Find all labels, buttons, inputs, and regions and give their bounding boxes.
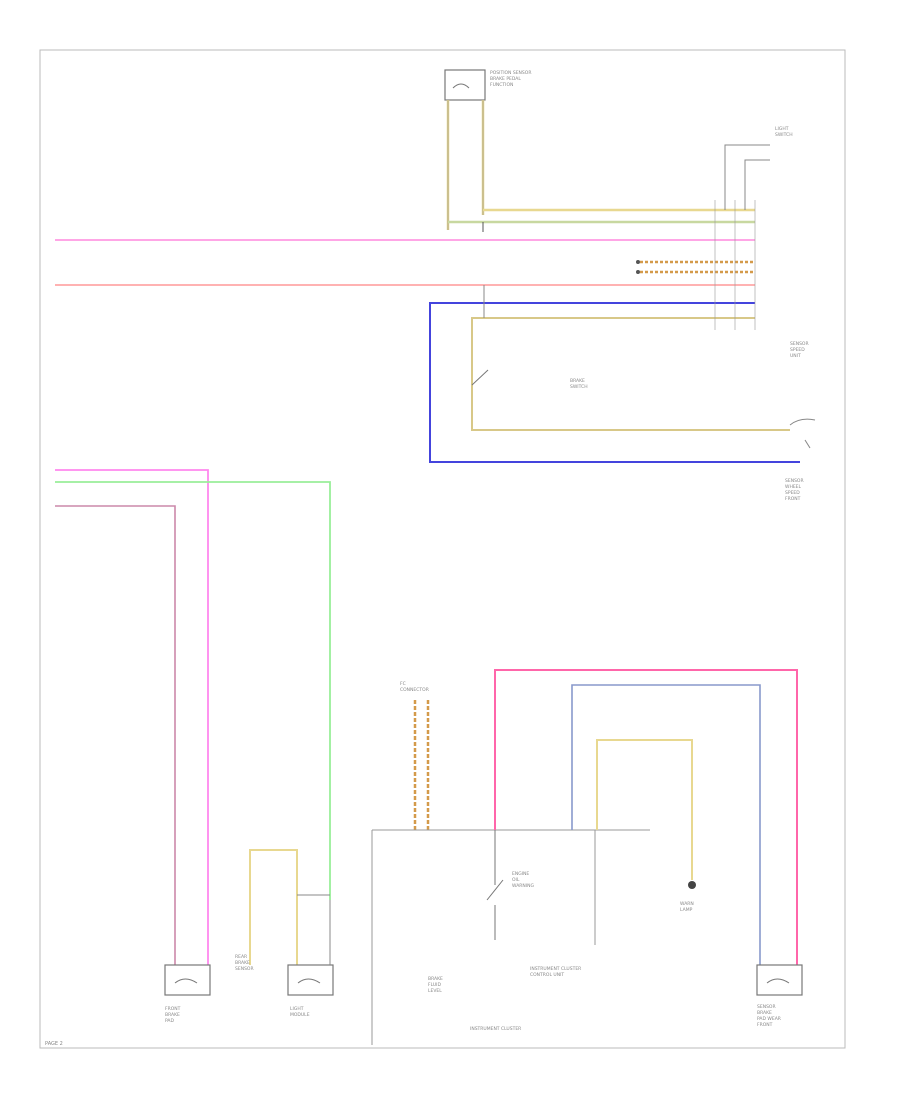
right-bottom-sensor: SENSOR BRAKE PAD WEAR FRONT [756, 964, 803, 1028]
blue-wire [429, 302, 800, 463]
pink-wire-left [55, 469, 209, 965]
rear-brake-pad-label-2: SENSOR [235, 966, 254, 972]
top-right-light-switch: LIGHT SWITCH [724, 126, 793, 210]
light-module-bottom-label-1: MODULE [290, 1012, 310, 1018]
cluster-brake-label-0: BRAKE [428, 976, 443, 982]
rear-brake-pad-label-0: REAR [235, 954, 247, 960]
light-top-right-label-1: SWITCH [775, 132, 793, 138]
mid-brake-sensor: REAR BRAKE SENSOR LIGHT MODULE [235, 849, 334, 1018]
mid-right-sensor-label-2: UNIT [790, 353, 801, 359]
right-bottom-sensor-label-1: BRAKE [757, 1010, 772, 1016]
green-wire-left [55, 481, 331, 900]
right-bottom-sensor-label-3: FRONT [757, 1022, 773, 1028]
cluster-control-label-1: CONTROL UNIT [530, 972, 564, 978]
brake-cluster-label-0: BRAKE [570, 378, 585, 384]
front-brake-pad-label-2: PAD [165, 1018, 175, 1024]
blue-wire-right [571, 684, 761, 965]
right-lower-sensor-label-3: FRONT [785, 496, 801, 502]
top-position-sensor: POSITION SENSOR BRAKE PEDAL FUNCTION [444, 69, 755, 232]
sensor-top-label-1: BRAKE PEDAL [490, 76, 521, 82]
brake-cluster-label-1: SWITCH [570, 384, 588, 390]
footer-left-label: PAGE 2 [45, 1041, 63, 1047]
yellow-wire-right [596, 739, 693, 880]
cluster-brake-label-2: LEVEL [428, 988, 442, 994]
fc-connector: FC CONNECTOR [400, 681, 430, 830]
right-bottom-sensor-label-0: SENSOR [757, 1004, 776, 1010]
right-bottom-sensor-label-2: PAD WEAR [757, 1016, 781, 1022]
warn-lamp-label-0: WARN [680, 901, 694, 907]
cluster-control-label-0: INSTRUMENT CLUSTER [530, 966, 581, 972]
right-lower-sensor-label-2: SPEED [785, 490, 800, 496]
left-brake-sensor: FRONT BRAKE PAD [164, 964, 211, 1024]
sensor-top-label-2: FUNCTION [490, 82, 513, 88]
warn-lamp: WARN LAMP [680, 881, 696, 913]
cluster-engine-label-1: OIL [512, 877, 520, 883]
right-lower-sensor-label-1: WHEEL [785, 484, 802, 490]
cluster-name-label: INSTRUMENT CLUSTER [470, 1026, 521, 1032]
cluster-engine-label-2: WARNING [512, 883, 534, 889]
green-pink-wire-left [55, 505, 176, 965]
yellow-wire [471, 317, 790, 431]
connector-orange-wires [636, 260, 755, 274]
brake-switch-symbol: BRAKE SWITCH [471, 369, 588, 390]
rear-brake-pad-label-1: BRAKE [235, 960, 250, 966]
magenta-wire-right [494, 669, 798, 965]
front-brake-pad-label-0: FRONT [165, 1006, 181, 1012]
mid-right-sensor-label-1: SPEED [790, 347, 805, 353]
light-module-bottom-label-0: LIGHT [290, 1006, 304, 1012]
fc-label-0: FC [400, 681, 406, 687]
front-brake-pad-label-1: BRAKE [165, 1012, 180, 1018]
cluster-engine-label-0: ENGINE [512, 871, 529, 877]
mid-right-sensor-label-0: SENSOR [790, 341, 809, 347]
sensor-top-label-0: POSITION SENSOR [490, 70, 531, 76]
warn-lamp-label-1: LAMP [680, 907, 693, 913]
wheel-speed-sensor: SENSOR WHEEL SPEED FRONT [785, 418, 816, 502]
fc-label-1: CONNECTOR [400, 687, 429, 693]
right-connector-column [714, 200, 756, 330]
instrument-cluster: ENGINE OIL WARNING BRAKE FLUID LEVEL INS… [371, 829, 650, 1045]
cluster-brake-label-1: FLUID [428, 982, 441, 988]
light-top-right-label-0: LIGHT [775, 126, 789, 132]
diagram-border [39, 49, 846, 1049]
right-lower-sensor-label-0: SENSOR [785, 478, 804, 484]
